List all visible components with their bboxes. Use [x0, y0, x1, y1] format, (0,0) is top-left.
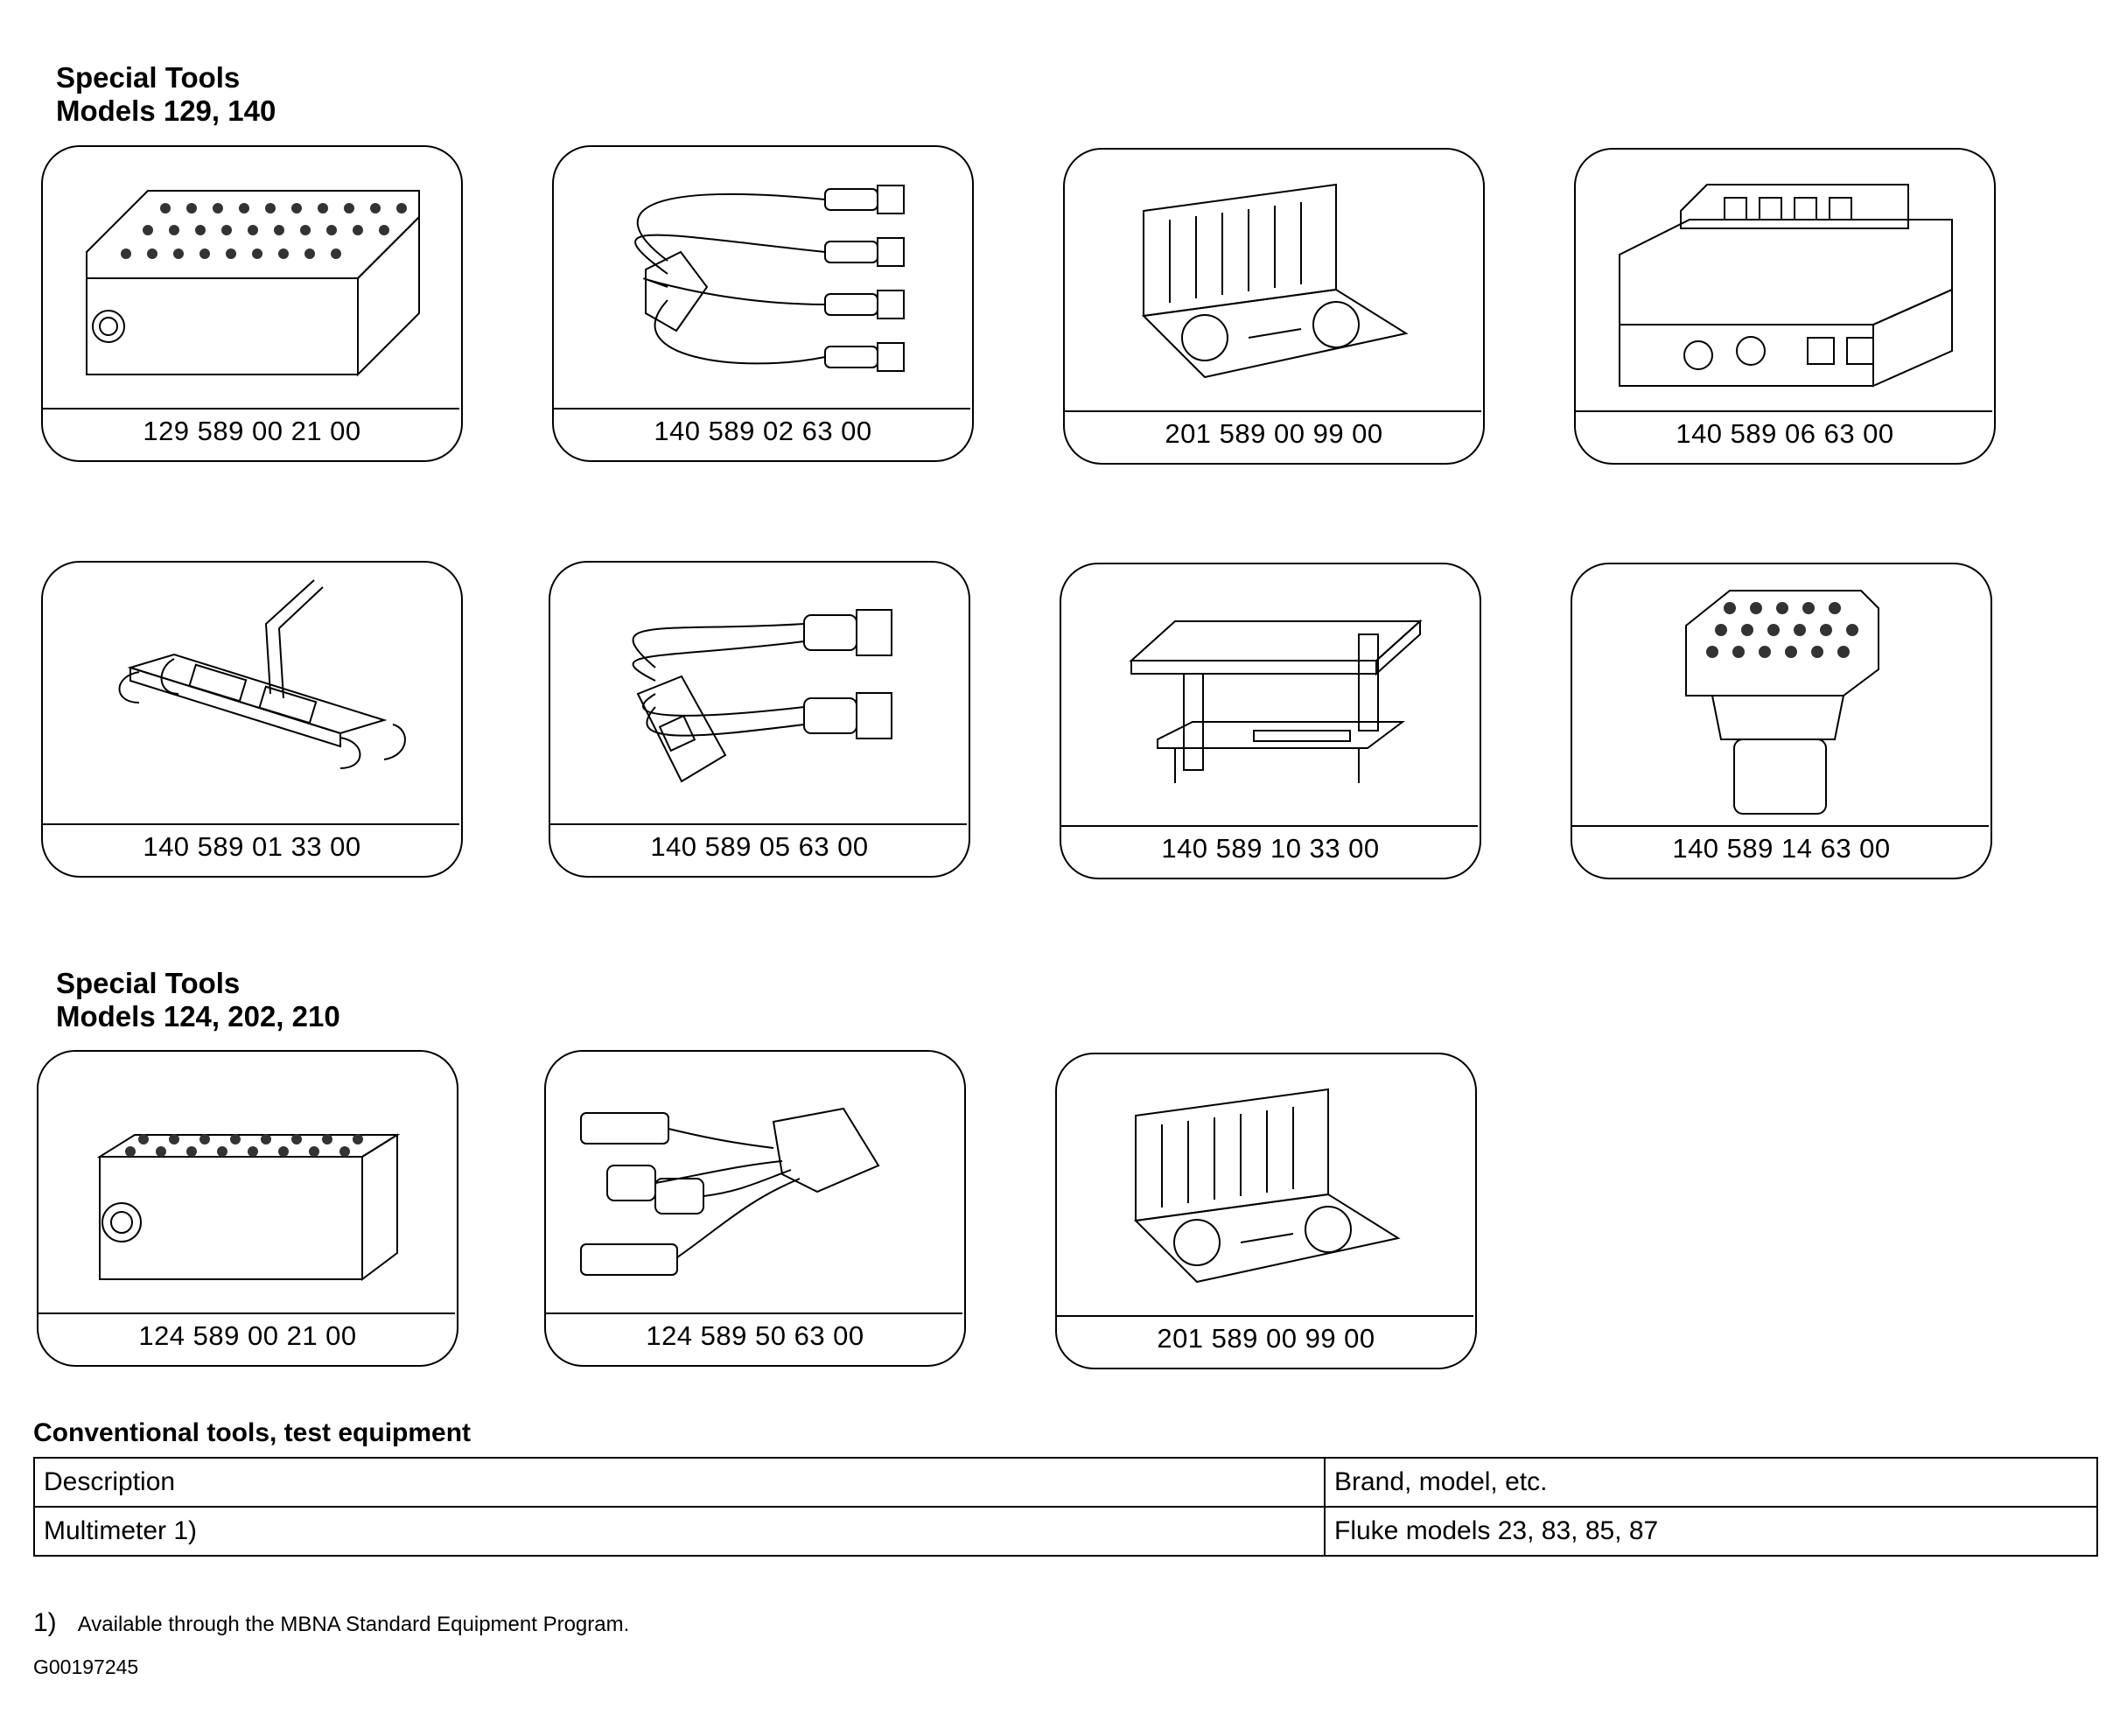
tool-part-number: 124 589 00 21 00: [138, 1320, 357, 1351]
section-1-title: Special Tools Models 129, 140: [56, 61, 276, 128]
conventional-tools-title: Conventional tools, test equipment: [33, 1418, 472, 1447]
adapter-cable-icon: [555, 1060, 955, 1307]
adapter-cable-icon: [563, 156, 963, 402]
tool-case-icon: [1074, 158, 1474, 405]
tool-part-number: 140 589 14 63 00: [1672, 833, 1891, 864]
footnote-text: Available through the MBNA Standard Equi…: [77, 1613, 630, 1636]
section-1-title-line-1: Special Tools: [56, 61, 241, 94]
tool-card-3: 201 589 00 99 00: [1063, 148, 1485, 465]
tool-part-number: 201 589 00 99 00: [1157, 1323, 1375, 1354]
tool-part-number: 140 589 01 33 00: [143, 831, 361, 862]
conventional-tools-table: Description Brand, model, etc. Multimete…: [33, 1457, 2098, 1557]
tool-card-10: 124 589 50 63 00: [544, 1050, 966, 1367]
tool-card-2: 140 589 02 63 00: [552, 145, 974, 462]
tool-card-8: 140 589 14 63 00: [1571, 563, 1992, 879]
holder-bracket-icon: [52, 571, 452, 818]
table-row: Multimeter 1) Fluke models 23, 83, 85, 8…: [33, 1506, 2098, 1557]
test-box-icon: [52, 156, 452, 402]
tool-part-number: 140 589 05 63 00: [650, 831, 869, 862]
tool-part-number: 124 589 50 63 00: [646, 1320, 864, 1351]
reference-code: G00197245: [33, 1656, 139, 1678]
test-box-icon: [47, 1060, 448, 1307]
tool-card-7: 140 589 10 33 00: [1060, 563, 1481, 879]
tool-card-11: 201 589 00 99 00: [1055, 1053, 1477, 1369]
tool-card-6: 140 589 05 63 00: [549, 561, 970, 878]
adapter-cable-icon: [559, 571, 960, 818]
section-1-title-line-2: Models 129, 140: [56, 94, 276, 127]
tool-part-number: 140 589 06 63 00: [1676, 418, 1894, 449]
section-2-title-line-2: Models 124, 202, 210: [56, 1000, 340, 1032]
tool-part-number: 129 589 00 21 00: [143, 416, 361, 446]
bench-fixture-icon: [1070, 573, 1471, 820]
test-adapter-unit-icon: [1585, 158, 1985, 405]
brand-cell: Fluke models 23, 83, 85, 87: [1324, 1506, 2098, 1557]
section-2-title: Special Tools Models 124, 202, 210: [56, 967, 340, 1033]
description-header: Description: [33, 1457, 1326, 1508]
description-cell: Multimeter 1): [33, 1506, 1326, 1557]
footnote: 1) Available through the MBNA Standard Eq…: [33, 1608, 629, 1638]
table-header-row: Description Brand, model, etc.: [33, 1457, 2098, 1508]
tool-case-icon: [1066, 1063, 1466, 1310]
brand-header: Brand, model, etc.: [1324, 1457, 2098, 1508]
round-connector-icon: [1581, 573, 1982, 820]
footnote-marker: 1): [33, 1608, 57, 1637]
tool-card-9: 124 589 00 21 00: [37, 1050, 458, 1367]
tool-card-1: 129 589 00 21 00: [41, 145, 463, 462]
tool-card-5: 140 589 01 33 00: [41, 561, 463, 878]
tool-part-number: 140 589 02 63 00: [654, 416, 872, 446]
tool-part-number: 140 589 10 33 00: [1161, 833, 1380, 864]
section-2-title-line-1: Special Tools: [56, 967, 241, 999]
tool-part-number: 201 589 00 99 00: [1165, 418, 1383, 449]
tool-card-4: 140 589 06 63 00: [1574, 148, 1996, 465]
